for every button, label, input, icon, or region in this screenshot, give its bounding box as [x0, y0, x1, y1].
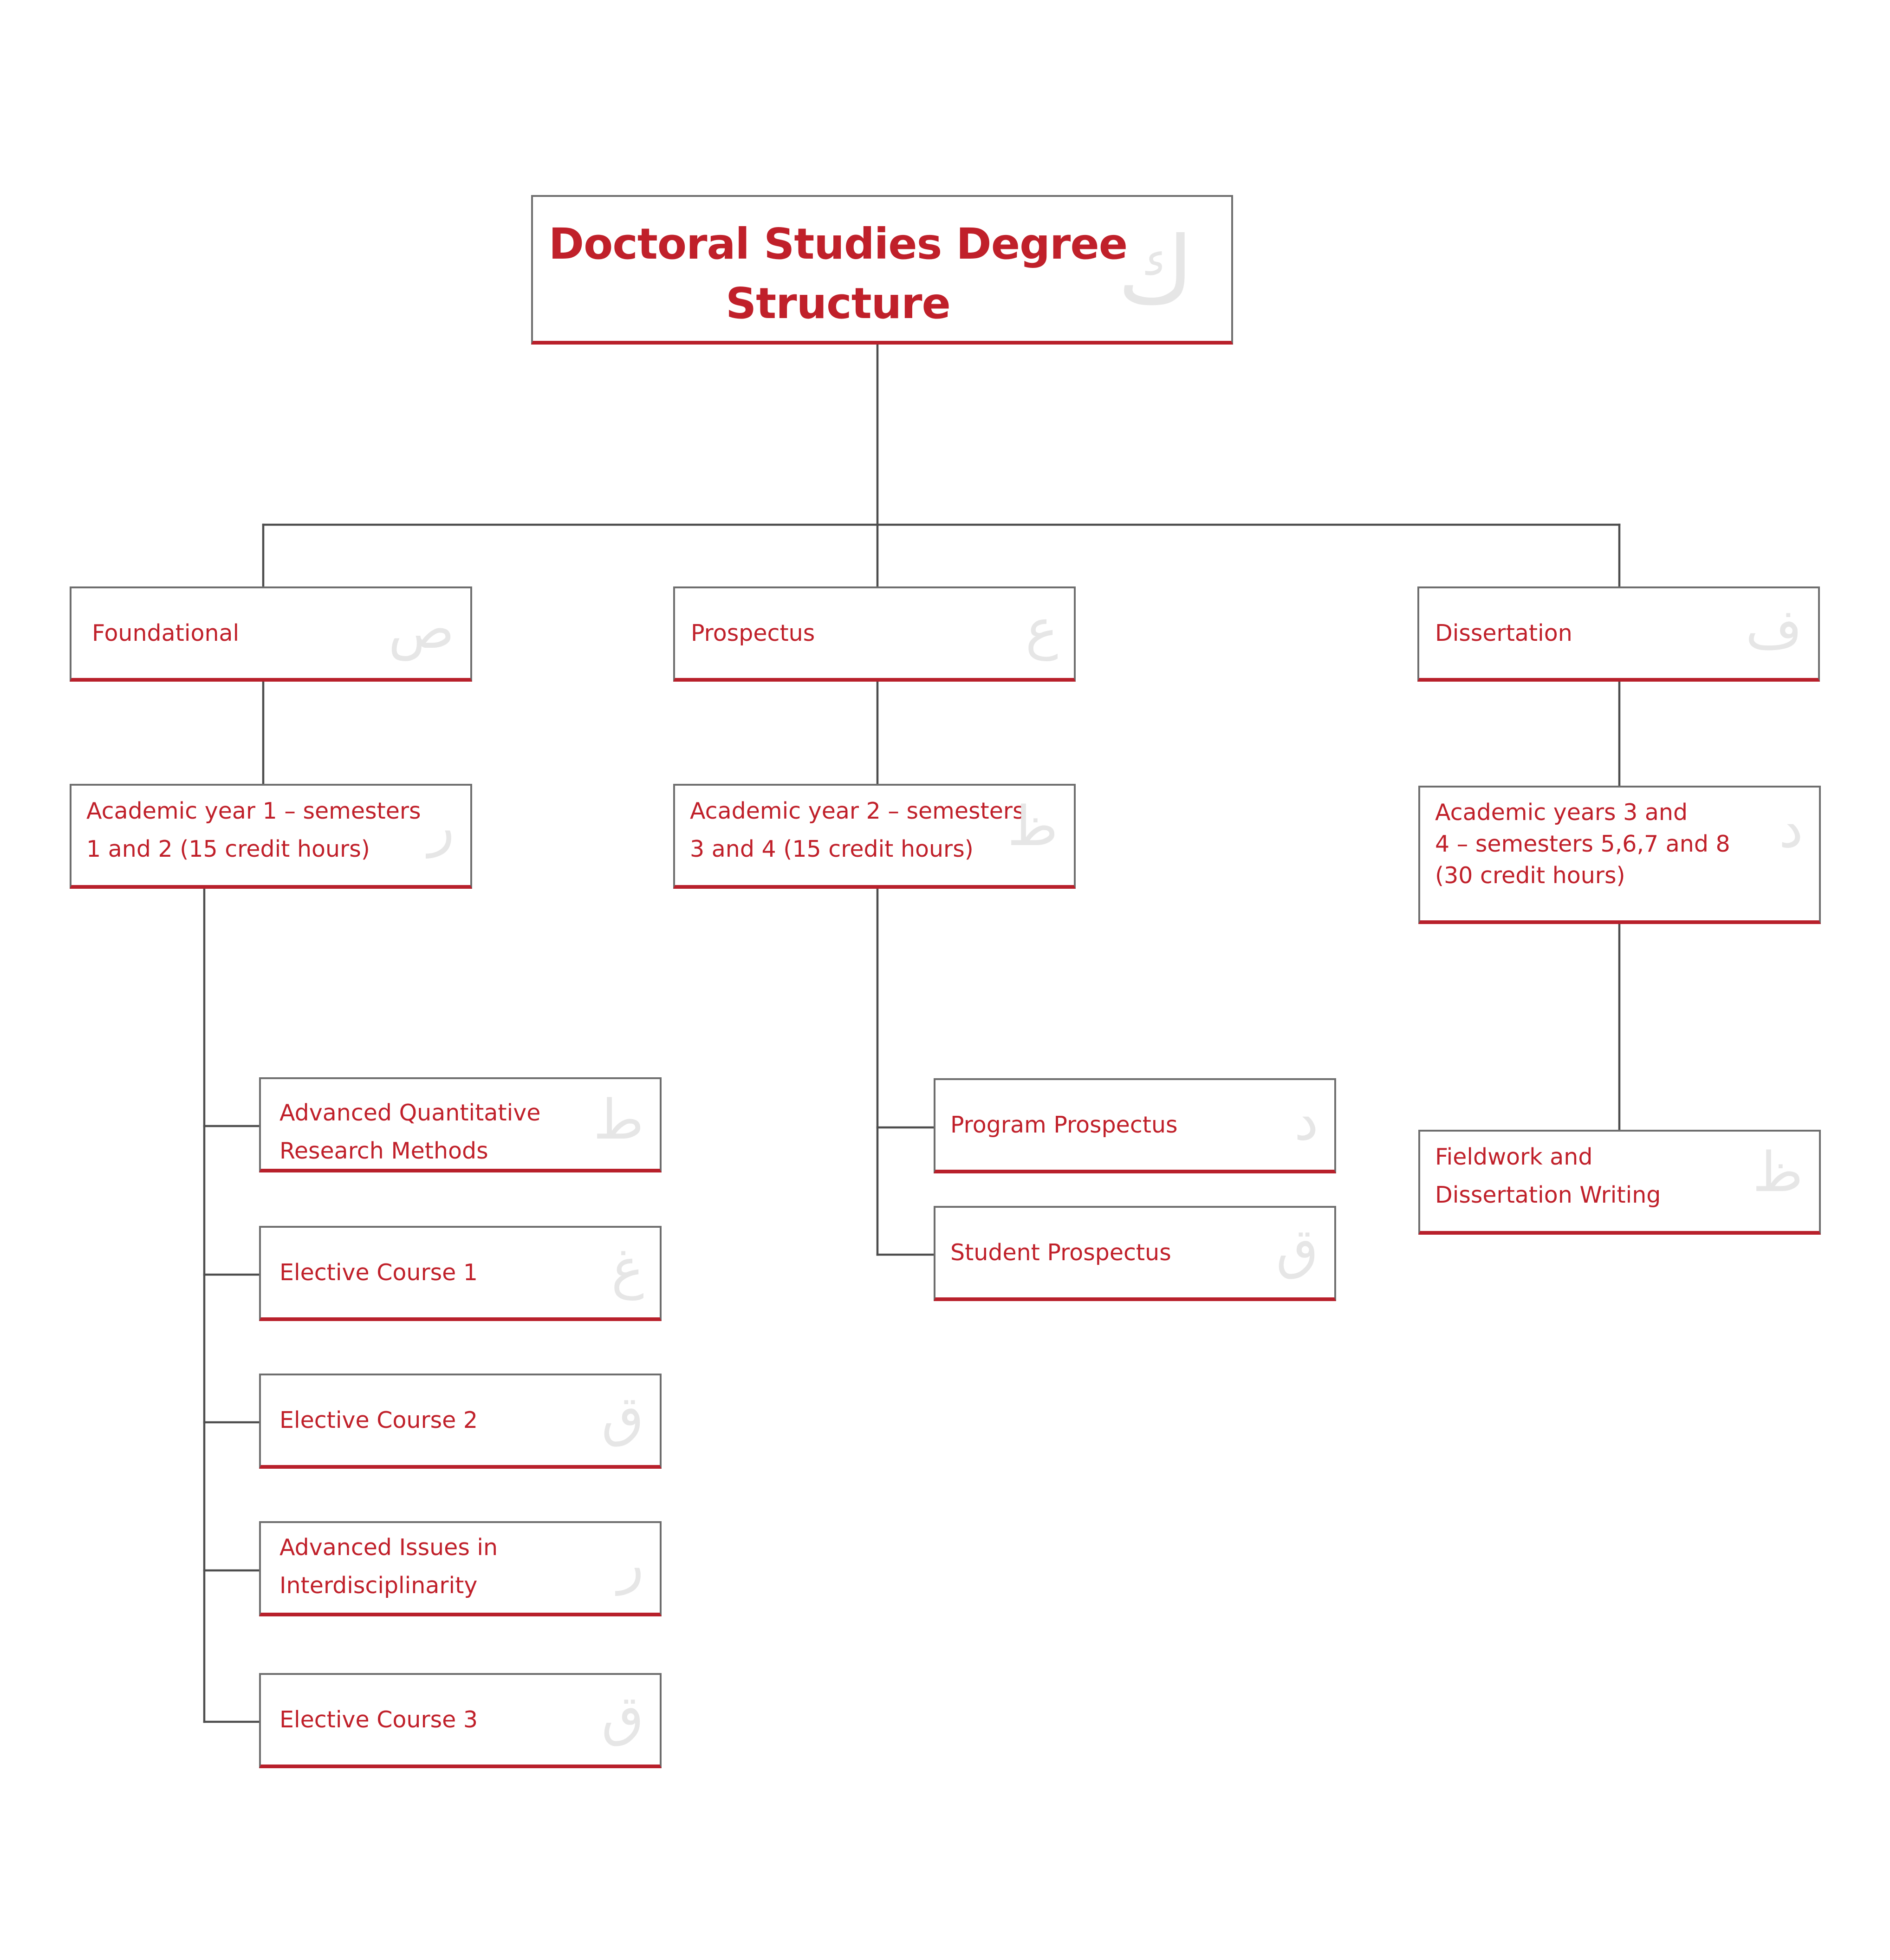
- term-foundational-label: Academic year 1 – semesters 1 and 2 (15 …: [86, 798, 421, 862]
- fieldwork-writing-box: Fieldwork and Dissertation Writing ظ: [1418, 1130, 1821, 1235]
- arabic-letter-watermark-icon: ك: [1117, 217, 1194, 325]
- diagram-root-box: Doctoral Studies Degree Structure ك: [531, 195, 1233, 345]
- branch-prospectus-label: Prospectus: [691, 620, 815, 646]
- arabic-letter-watermark-icon: ظ: [1752, 1140, 1803, 1204]
- student-prospectus-box: Student Prospectus ق: [934, 1206, 1336, 1301]
- arabic-letter-watermark-icon: ر: [617, 1531, 644, 1595]
- arabic-letter-watermark-icon: غ: [611, 1236, 644, 1300]
- arabic-letter-watermark-icon: د: [1294, 1088, 1318, 1153]
- program-prospectus-box: Program Prospectus د: [934, 1078, 1336, 1173]
- branch-dissertation-label: Dissertation: [1435, 620, 1572, 646]
- branch-foundational-label: Foundational: [92, 620, 240, 646]
- branch-foundational-box: Foundational ص: [70, 586, 472, 682]
- course-advanced-quantitative-box: Advanced Quantitative Research Methods ط: [259, 1077, 662, 1172]
- course-elective-1-label: Elective Course 1: [279, 1259, 478, 1286]
- arabic-letter-watermark-icon: ص: [388, 597, 455, 661]
- diagram-title: Doctoral Studies Degree Structure: [548, 219, 1128, 328]
- course-interdisciplinarity-label: Advanced Issues in Interdisciplinarity: [279, 1534, 498, 1599]
- course-elective-1-box: Elective Course 1 غ: [259, 1226, 662, 1321]
- term-dissertation-label: Academic years 3 and 4 – semesters 5,6,7…: [1435, 799, 1730, 889]
- term-prospectus-label: Academic year 2 – semesters 3 and 4 (15 …: [690, 798, 1025, 862]
- arabic-letter-watermark-icon: د: [1779, 796, 1803, 860]
- arabic-letter-watermark-icon: ع: [1025, 597, 1058, 661]
- course-advanced-quantitative-label: Advanced Quantitative Research Methods: [279, 1100, 541, 1164]
- program-prospectus-label: Program Prospectus: [950, 1112, 1178, 1138]
- course-elective-2-label: Elective Course 2: [279, 1407, 478, 1433]
- arabic-letter-watermark-icon: ر: [428, 794, 455, 858]
- term-dissertation-box: Academic years 3 and 4 – semesters 5,6,7…: [1418, 786, 1821, 924]
- arabic-letter-watermark-icon: ظ: [1007, 794, 1058, 858]
- course-elective-2-box: Elective Course 2 ق: [259, 1374, 662, 1469]
- fieldwork-writing-label: Fieldwork and Dissertation Writing: [1435, 1144, 1661, 1208]
- course-interdisciplinarity-box: Advanced Issues in Interdisciplinarity ر: [259, 1521, 662, 1616]
- arabic-letter-watermark-icon: ق: [1276, 1216, 1318, 1280]
- term-foundational-box: Academic year 1 – semesters 1 and 2 (15 …: [70, 784, 472, 889]
- branch-dissertation-box: Dissertation ف: [1417, 586, 1820, 682]
- term-prospectus-box: Academic year 2 – semesters 3 and 4 (15 …: [673, 784, 1076, 889]
- arabic-letter-watermark-icon: ق: [601, 1683, 644, 1747]
- arabic-letter-watermark-icon: ق: [601, 1384, 644, 1448]
- arabic-letter-watermark-icon: ف: [1745, 597, 1802, 661]
- branch-prospectus-box: Prospectus ع: [673, 586, 1076, 682]
- course-elective-3-box: Elective Course 3 ق: [259, 1673, 662, 1768]
- student-prospectus-label: Student Prospectus: [950, 1239, 1171, 1266]
- arabic-letter-watermark-icon: ط: [593, 1087, 644, 1152]
- course-elective-3-label: Elective Course 3: [279, 1706, 478, 1733]
